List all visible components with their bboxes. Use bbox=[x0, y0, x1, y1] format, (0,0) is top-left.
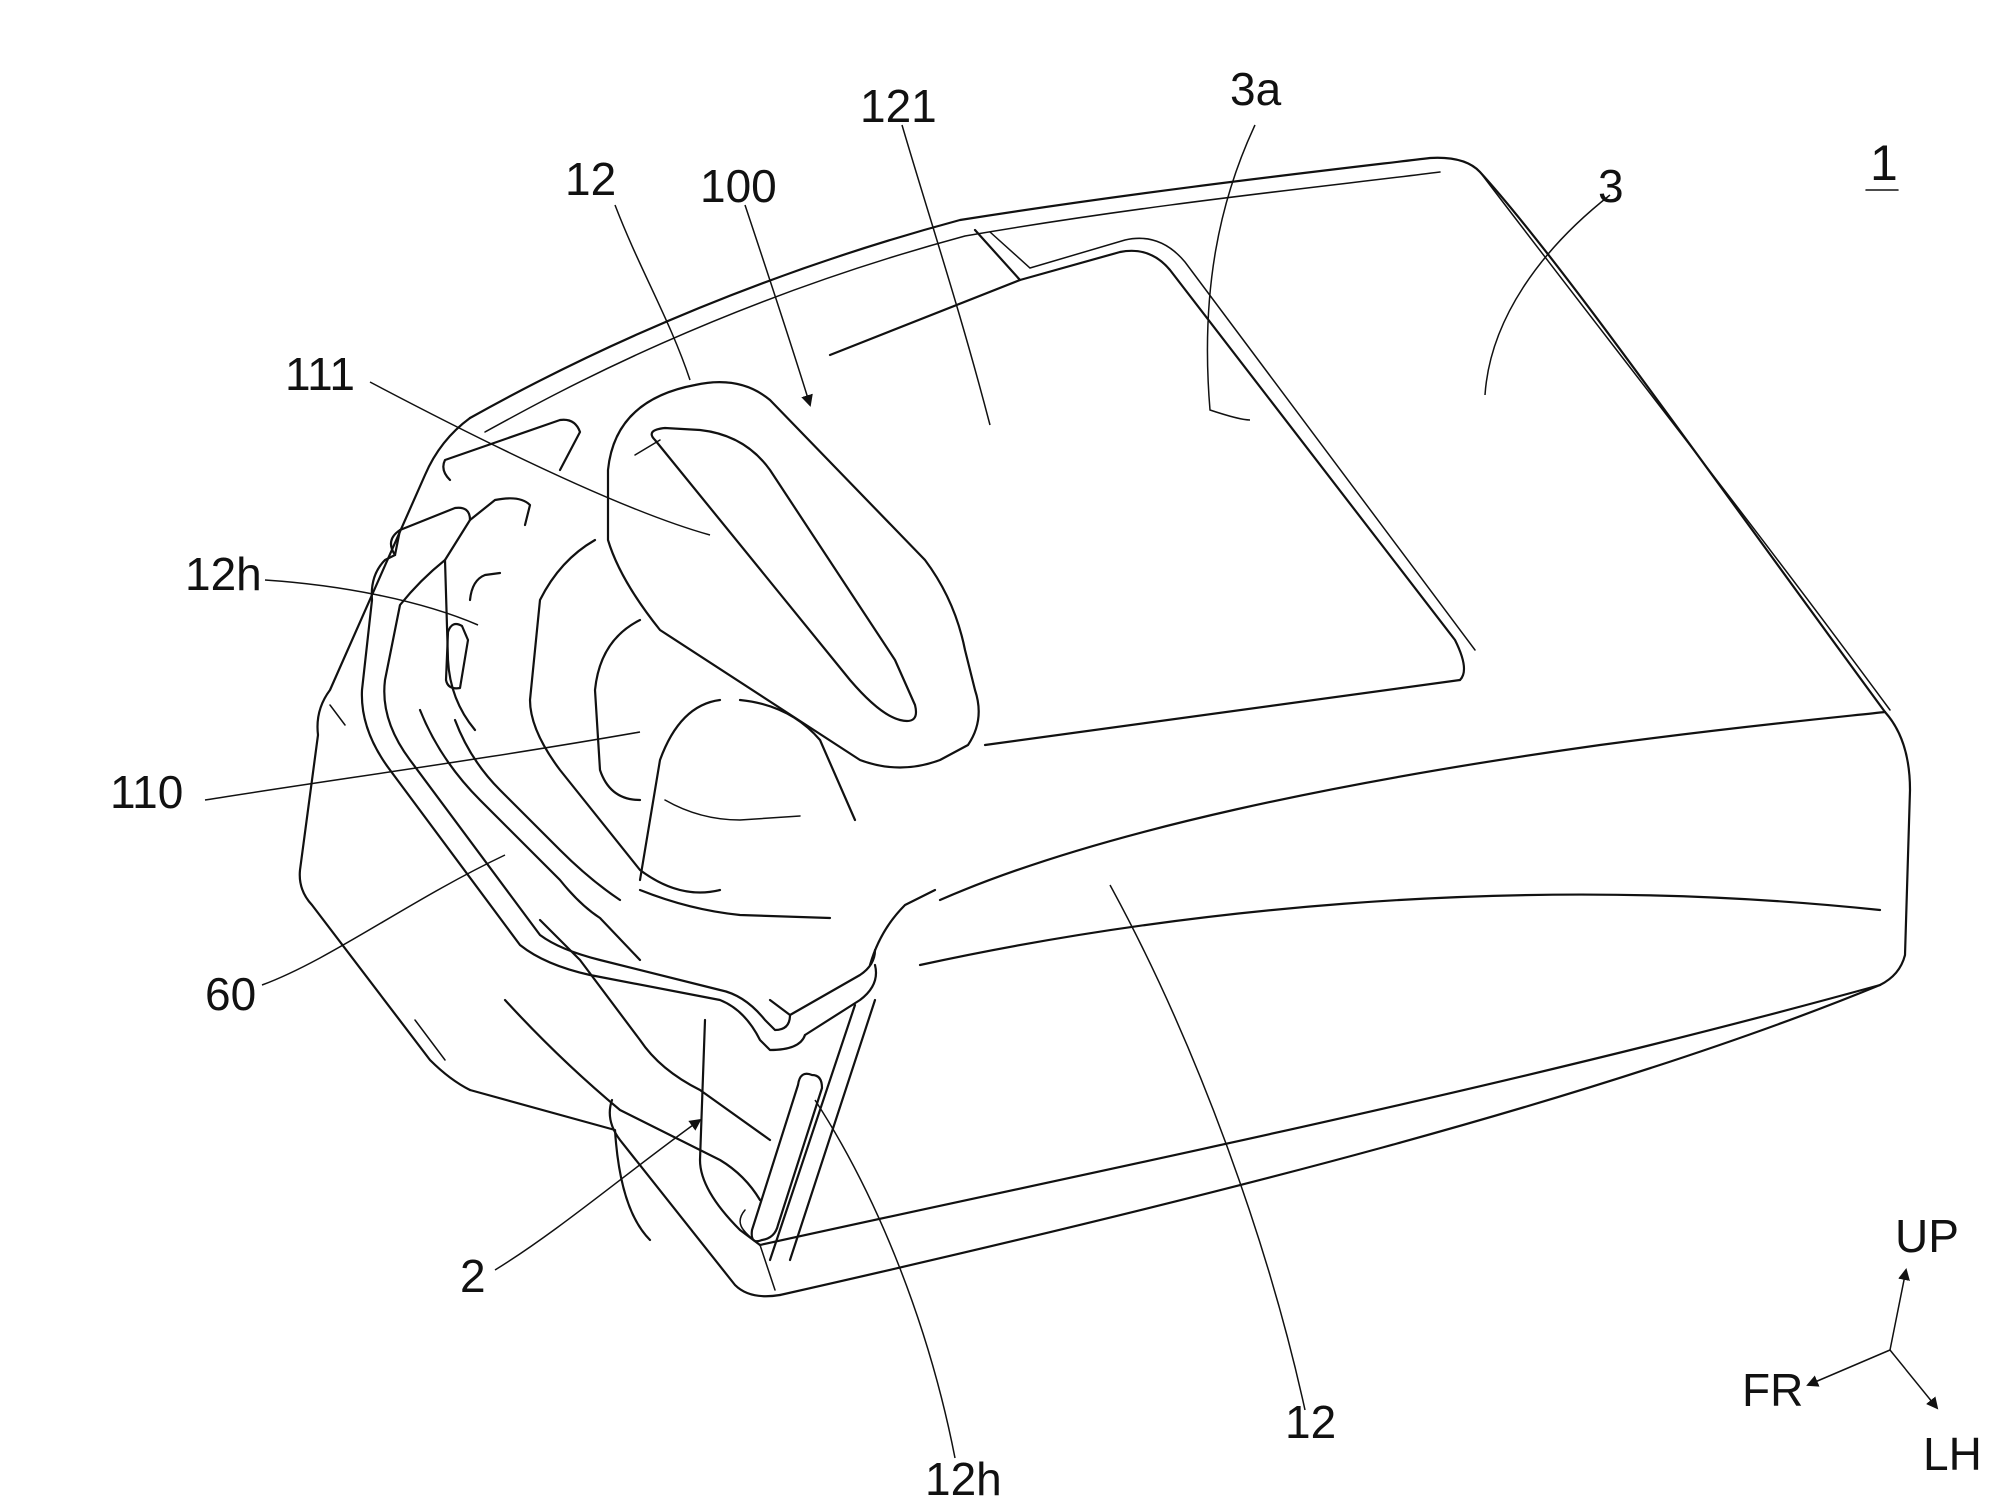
label-110: 110 bbox=[110, 766, 183, 818]
figure-id-label: 1 bbox=[1870, 135, 1898, 191]
orientation-axes: UP FR LH bbox=[1742, 1210, 1982, 1480]
wire-clip bbox=[360, 497, 878, 1052]
mount-bracket bbox=[418, 418, 937, 1262]
figure-id: 1 bbox=[1865, 135, 1899, 191]
label-111: 111 bbox=[285, 348, 355, 400]
lh-arrow-icon bbox=[1889, 1349, 1939, 1410]
fr-arrow-icon bbox=[1806, 1349, 1891, 1387]
label-12h-left: 12h bbox=[185, 548, 262, 600]
axis-fr-label: FR bbox=[1742, 1364, 1803, 1416]
label-12-bottom: 12 bbox=[1285, 1396, 1336, 1448]
housing-body bbox=[298, 156, 1912, 1298]
buckle-frame bbox=[528, 381, 980, 920]
label-12-top: 12 bbox=[565, 153, 616, 205]
label-2: 2 bbox=[460, 1250, 486, 1302]
up-arrow-icon bbox=[1889, 1268, 1910, 1351]
label-12h-bottom: 12h bbox=[925, 1453, 1002, 1500]
label-3a: 3a bbox=[1230, 63, 1282, 115]
recess-3a bbox=[828, 228, 1476, 747]
label-100: 100 bbox=[700, 160, 777, 212]
label-60: 60 bbox=[205, 968, 256, 1020]
axis-lh-label: LH bbox=[1923, 1428, 1982, 1480]
label-3: 3 bbox=[1598, 160, 1624, 212]
label-121: 121 bbox=[860, 80, 937, 132]
axis-up-label: UP bbox=[1895, 1210, 1959, 1262]
leader-lines bbox=[204, 124, 1611, 1459]
reference-labels: 121 3a 12 100 3 111 12h 110 60 2 12h 12 bbox=[110, 63, 1624, 1500]
